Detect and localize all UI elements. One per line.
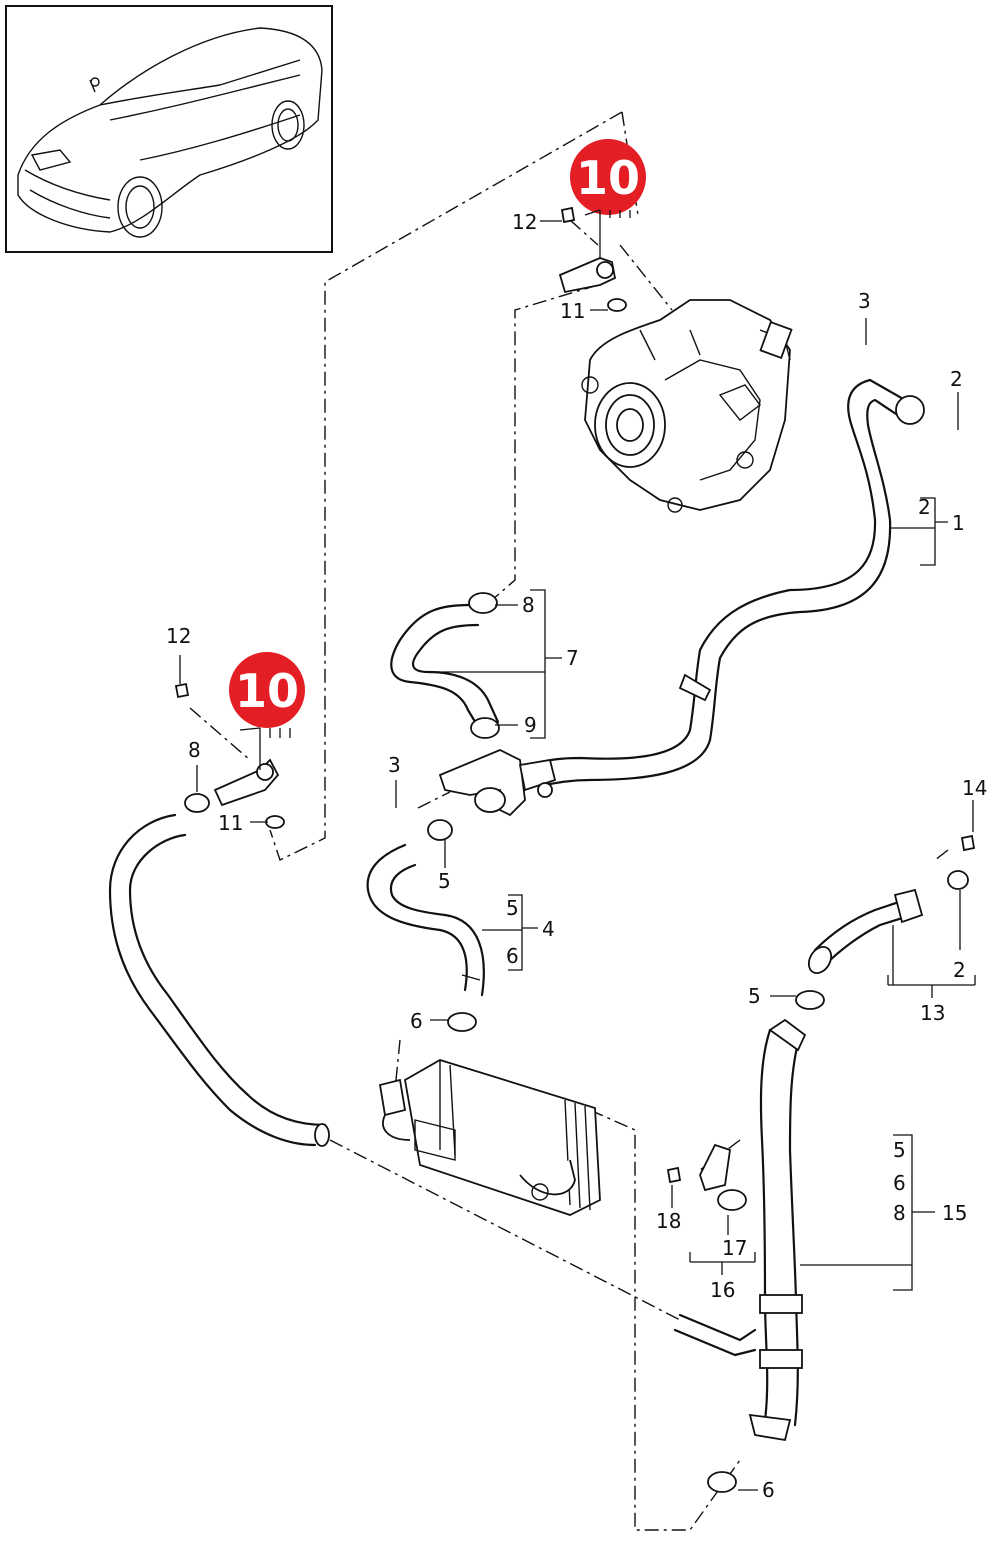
- callout-7: 7: [566, 646, 579, 670]
- coolant-fitting[interactable]: [438, 749, 557, 817]
- callout-1: 1: [952, 511, 965, 535]
- callout-14: 14: [962, 776, 987, 800]
- hose-7[interactable]: [390, 592, 500, 739]
- callout-3-mid: 3: [388, 753, 401, 777]
- callout-labels: 12 11 3 2 2 1 8 7 9 3 5 5 4 6 6 12 8 11 …: [166, 210, 987, 1502]
- hose-1[interactable]: [538, 378, 925, 787]
- callout-2-mid: 2: [918, 495, 931, 519]
- callout-13: 13: [920, 1001, 945, 1025]
- connection-lines: [189, 111, 949, 1531]
- callout-5-box: 5: [506, 896, 519, 920]
- callout-8-box15: 8: [893, 1201, 906, 1225]
- callout-5-mid: 5: [438, 869, 451, 893]
- callout-11-top: 11: [560, 299, 585, 323]
- callout-6-box15: 6: [893, 1171, 906, 1195]
- callout-6-box: 6: [506, 944, 519, 968]
- car-thumbnail-icon[interactable]: [5, 5, 333, 253]
- callout-15: 15: [942, 1201, 967, 1225]
- callout-12-left: 12: [166, 624, 191, 648]
- callout-16: 16: [710, 1278, 735, 1302]
- callout-6-bottom: 6: [762, 1478, 775, 1502]
- callout-6-cooler: 6: [410, 1009, 423, 1033]
- callout-3-top: 3: [858, 289, 871, 313]
- callout-8-mid: 8: [522, 593, 535, 617]
- svg-text:10: 10: [576, 151, 640, 205]
- leader-lines: [179, 220, 976, 1491]
- callout-12-top: 12: [512, 210, 537, 234]
- alternator-icon[interactable]: [581, 299, 793, 513]
- callout-2-top: 2: [950, 367, 963, 391]
- callout-17: 17: [722, 1236, 747, 1260]
- connector-10-top[interactable]: [558, 206, 627, 312]
- hose-13[interactable]: [795, 834, 976, 1010]
- hose-15[interactable]: [673, 1018, 807, 1493]
- callout-8-left: 8: [188, 738, 201, 762]
- callout-9: 9: [524, 713, 537, 737]
- callout-5-box15: 5: [893, 1138, 906, 1162]
- callout-5-right: 5: [748, 984, 761, 1008]
- callout-11-left: 11: [218, 811, 243, 835]
- badge-10-left: 10: [229, 652, 305, 728]
- callout-4: 4: [542, 917, 555, 941]
- hose-4[interactable]: [366, 819, 485, 997]
- badge-10-top: 10: [570, 139, 646, 215]
- oil-cooler-icon[interactable]: [378, 1059, 601, 1216]
- callout-2-right: 2: [953, 958, 966, 982]
- callout-18: 18: [656, 1209, 681, 1233]
- connector-10-left[interactable]: [174, 682, 285, 829]
- hose-left[interactable]: [108, 793, 330, 1147]
- svg-text:10: 10: [235, 664, 299, 718]
- bracket-16[interactable]: [666, 1143, 747, 1211]
- clamp-6-cooler[interactable]: [447, 1012, 477, 1032]
